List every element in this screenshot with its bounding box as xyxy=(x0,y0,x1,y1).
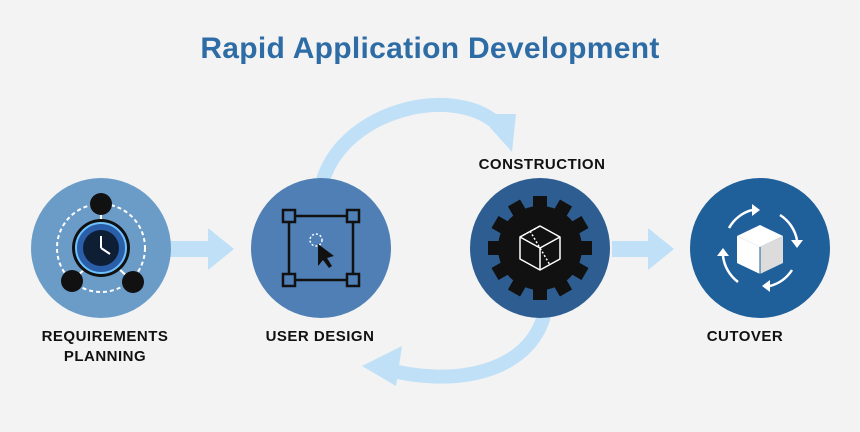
stage-label-line: REQUIREMENTS xyxy=(41,328,169,345)
diagram-title: Rapid Application Development xyxy=(200,32,660,65)
stage-label-line: PLANNING xyxy=(63,348,147,365)
loop-arrow-top xyxy=(316,97,500,183)
clock-network-icon xyxy=(61,193,144,293)
stage-label-construction: CONSTRUCTION xyxy=(478,156,606,173)
cycle-box-icon xyxy=(717,204,803,292)
design-frame-cursor-icon xyxy=(281,208,361,288)
stage-cutover xyxy=(690,178,830,318)
loop-arrow-top-head xyxy=(478,114,516,152)
loop-arrow-bottom-head xyxy=(362,346,402,386)
stage-label-user-design: USER DESIGN xyxy=(265,328,375,345)
gear-cube-icon xyxy=(488,196,592,300)
loop-arrow-bottom xyxy=(380,310,552,384)
stage-construction xyxy=(470,178,610,318)
stage-label-cutover: CUTOVER xyxy=(706,328,784,345)
stage-requirements-planning xyxy=(31,178,171,318)
arrow-requirements-to-design xyxy=(170,228,234,270)
stage-label-requirements-planning: REQUIREMENTS PLANNING xyxy=(20,327,190,367)
stage-user-design xyxy=(251,178,391,318)
dashed-orbit xyxy=(56,203,146,293)
arrow-construction-to-cutover xyxy=(612,228,674,270)
